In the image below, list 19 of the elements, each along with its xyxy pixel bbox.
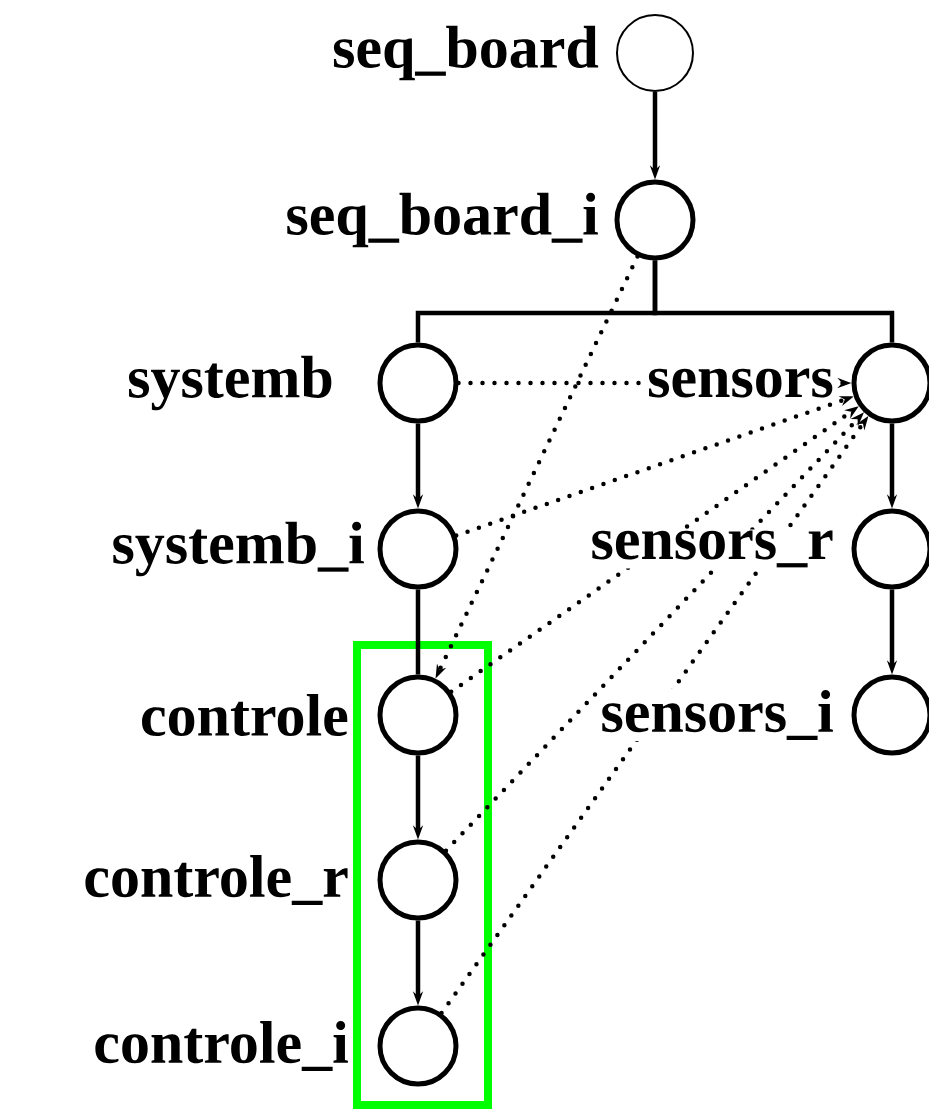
node-label: systemb (126, 354, 335, 412)
circle-node (377, 839, 459, 921)
circle-node (614, 179, 696, 261)
node-label: seq_board (331, 24, 600, 82)
node-label: controle_r (82, 854, 350, 906)
node-label: controle (138, 692, 350, 738)
node-label: sensors_i (599, 689, 835, 741)
connector-line (652, 260, 895, 343)
circle-node (377, 342, 459, 424)
connector-line (415, 589, 421, 675)
circle-node (377, 674, 459, 756)
circle-node (377, 508, 459, 590)
node-label: systemb_i (110, 520, 366, 578)
node-label: controle_i (92, 1020, 350, 1072)
circle-node (377, 1005, 459, 1087)
node-label: sensors (646, 367, 835, 399)
circle-node (616, 14, 694, 92)
node-label: seq_board_i (284, 191, 600, 249)
node-label: sensors_r (589, 529, 835, 569)
